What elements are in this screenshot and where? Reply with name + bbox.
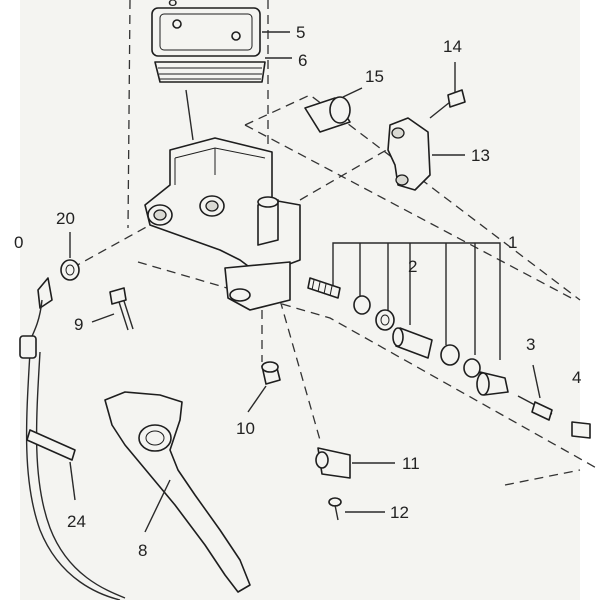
reservoir-cap — [151, 7, 261, 57]
dust-boot — [571, 421, 591, 439]
callout-14: 14 — [443, 37, 462, 56]
callout-8: 8 — [138, 541, 147, 560]
callout-15: 15 — [365, 67, 384, 86]
callout-10: 10 — [236, 419, 255, 438]
callout-left: 0 — [14, 233, 23, 252]
callout-12: 12 — [390, 503, 409, 522]
callout-20: 20 — [56, 209, 75, 228]
clamp-bracket — [387, 117, 431, 191]
callout-9: 9 — [74, 315, 83, 334]
callout-11: 11 — [402, 454, 420, 473]
callout-top: 8 — [168, 0, 177, 10]
sleeve — [304, 87, 363, 133]
pivot-bolt — [91, 287, 134, 331]
callout-24: 24 — [67, 512, 86, 531]
callout-5: 5 — [296, 23, 305, 42]
switch-screw — [328, 497, 385, 521]
brake-lever — [104, 391, 251, 593]
callout-2: 2 — [408, 257, 417, 276]
callout-13: 13 — [471, 146, 490, 165]
diaphragm — [154, 61, 266, 83]
master-cylinder-body — [144, 89, 301, 311]
callout-6: 6 — [298, 51, 307, 70]
piston-kit — [307, 242, 509, 396]
callout-1: 1 — [508, 233, 517, 252]
callout-3: 3 — [526, 335, 535, 354]
brake-switch — [315, 447, 395, 479]
clamp-bolt — [429, 62, 466, 119]
washer — [60, 232, 80, 281]
callout-4: 4 — [572, 368, 581, 387]
push-rod — [517, 364, 553, 421]
brake-hose — [19, 277, 126, 600]
dashed-guides — [71, 0, 600, 486]
pivot-nut — [247, 361, 281, 413]
cable-tie — [26, 429, 76, 501]
